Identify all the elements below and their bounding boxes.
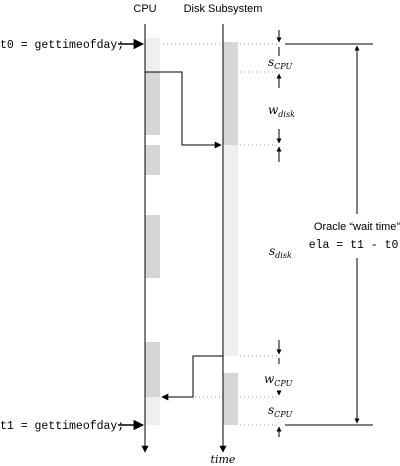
cpu-block-dark xyxy=(145,215,160,278)
time-axis-label: time xyxy=(211,453,236,466)
s-cpu-bottom-label: sCPU xyxy=(268,403,293,419)
cpu-block-light xyxy=(145,38,160,72)
cpu-block-dark xyxy=(145,145,160,175)
io-completion-connector xyxy=(161,355,223,401)
disk-block-dark xyxy=(223,373,238,425)
s-disk-label: sdisk xyxy=(269,244,292,260)
disk-blocks xyxy=(223,42,238,425)
s-cpu-top-label: sCPU xyxy=(268,55,293,71)
cpu-column-header: CPU xyxy=(133,3,156,15)
oracle-wait-time-label: Oracle “wait time” xyxy=(314,221,400,233)
disk-block-light xyxy=(223,145,238,356)
disk-column-header: Disk Subsystem xyxy=(184,3,263,15)
io-request-connector xyxy=(145,71,222,149)
disk-block-dark xyxy=(223,42,238,145)
ela-label-backdrop xyxy=(306,214,400,254)
ela-formula: ela = t1 - t0; xyxy=(309,239,400,252)
cpu-block-light xyxy=(145,397,160,425)
w-disk-label: wdisk xyxy=(268,103,295,119)
cpu-blocks xyxy=(145,38,160,425)
t0-code-label: t0 = gettimeofday; xyxy=(0,39,124,52)
cpu-block-dark xyxy=(145,72,160,135)
w-cpu-label: wCPU xyxy=(264,372,293,388)
cpu-block-dark xyxy=(145,342,160,397)
dotted-guides xyxy=(163,43,278,426)
t1-code-label: t1 = gettimeofday; xyxy=(0,420,124,433)
